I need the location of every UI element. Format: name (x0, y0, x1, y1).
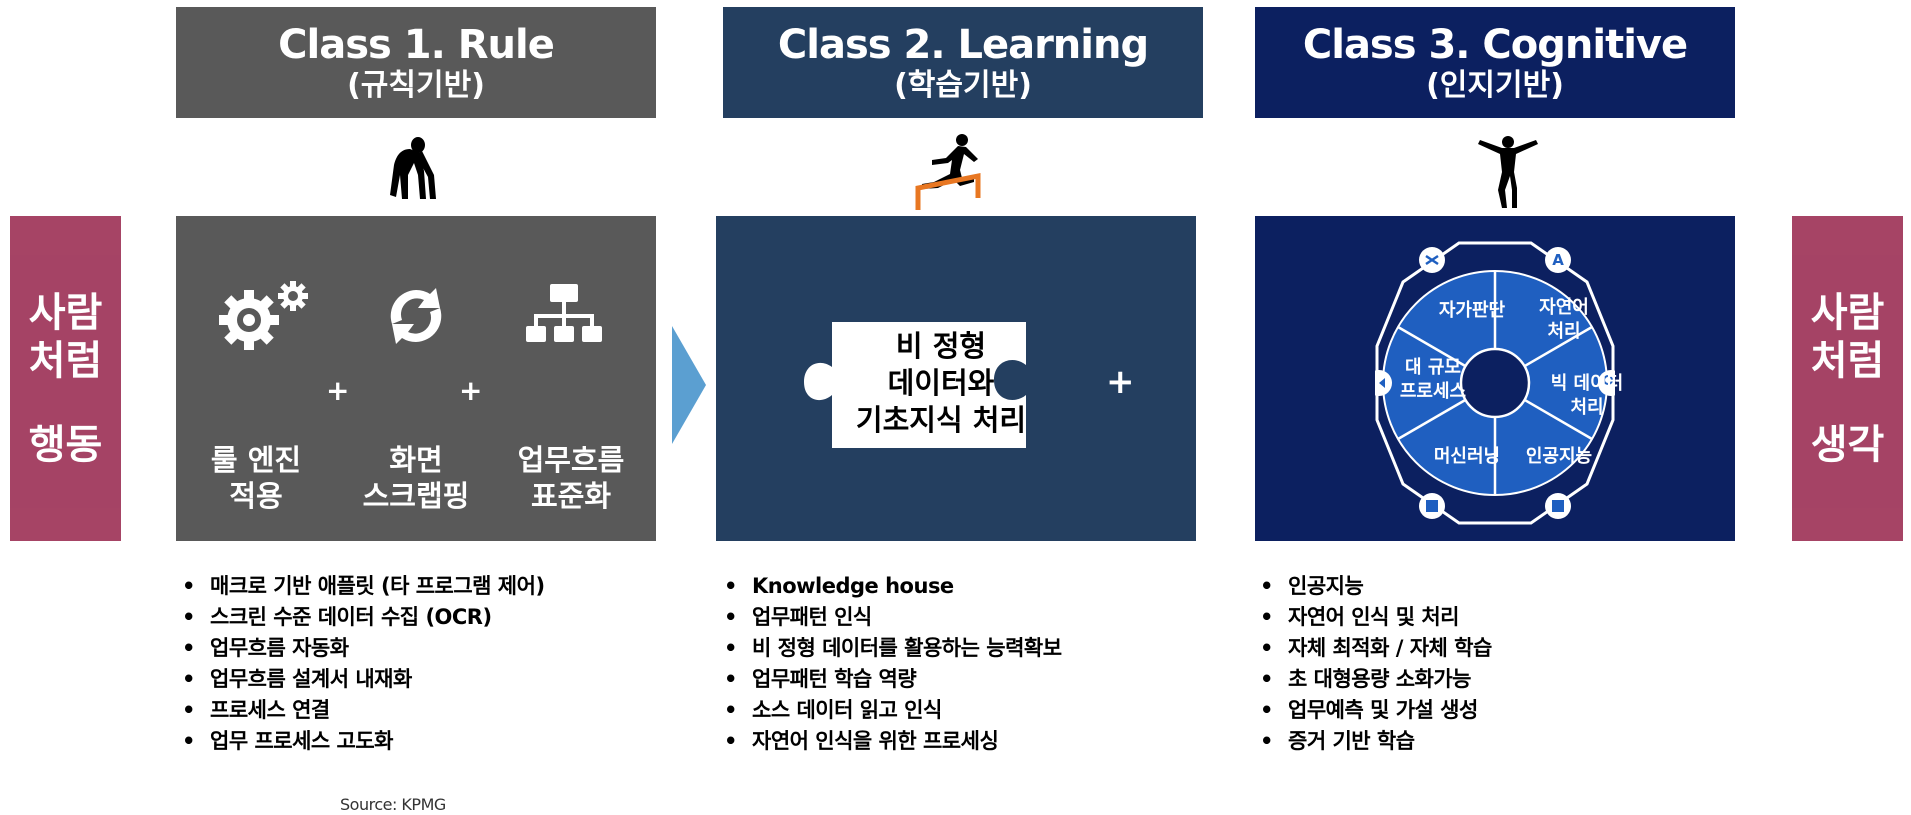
list-item: 업무 프로세스 고도화 (178, 726, 548, 757)
hurdler-icon (915, 134, 981, 210)
finishing-runner-icon (1478, 136, 1538, 208)
right-side-line1: 사람 (1810, 289, 1885, 336)
rule-item-3-line2: 표준화 (530, 479, 612, 513)
org-chart-icon (526, 284, 602, 342)
segment-machine-learning: 머신러닝 (1433, 446, 1501, 467)
class3-title: Class 3. Cognitive (1302, 21, 1688, 68)
segment-large-process: 대 규모 프로세스 (1399, 357, 1467, 402)
class1-title: Class 1. Rule (278, 21, 555, 68)
cognitive-panel: A 자가판단 자연어 처리 빅 데이터 처리 인공지능 머신러닝 대 규모 프로… (1255, 216, 1735, 541)
list-item: Knowledge house (720, 571, 1190, 602)
list-item: 초 대형용량 소화가능 (1256, 664, 1726, 695)
puzzle-text: 비 정형 데이터와 기초지식 처리 (846, 328, 1036, 439)
list-item: 스크린 수준 데이터 수집 (OCR) (178, 602, 548, 633)
left-side-label: 사람 처럼 행동 (10, 216, 121, 541)
class1-subtitle: (규칙기반) (347, 67, 485, 103)
list-item: 자연어 인식 및 처리 (1256, 602, 1726, 633)
right-side-line2: 처럼 (1810, 337, 1885, 384)
segment-nlp: 자연어 처리 (1539, 297, 1589, 342)
class3-subtitle: (인지기반) (1426, 67, 1564, 103)
list-item: 업무패턴 인식 (720, 602, 1190, 633)
left-side-line2: 처럼 (28, 337, 103, 384)
rule-item-2-line2: 스크랩핑 (362, 479, 470, 513)
learning-bullets: Knowledge house 업무패턴 인식 비 정형 데이터를 활용하는 능… (720, 571, 1190, 757)
rule-plus-2: + (459, 374, 483, 407)
list-item: 프로세스 연결 (178, 695, 548, 726)
rule-item-rule-engine: 룰 엔진 적용 (196, 442, 316, 514)
rule-item-1-line1: 룰 엔진 (210, 443, 302, 477)
list-item: 매크로 기반 애플릿 (타 프로그램 제어) (178, 571, 548, 602)
left-side-line3: 행동 (28, 421, 103, 468)
svg-text:A: A (1552, 251, 1564, 269)
list-item: 업무예측 및 가설 생성 (1256, 695, 1726, 726)
crouching-runner-icon (390, 137, 436, 199)
list-item: 인공지능 (1256, 571, 1726, 602)
rule-item-1-line2: 적용 (229, 479, 283, 513)
list-item: 비 정형 데이터를 활용하는 능력확보 (720, 633, 1190, 664)
list-item: 자체 최적화 / 자체 학습 (1256, 633, 1726, 664)
puzzle-piece-icon (804, 322, 1026, 448)
class2-title: Class 2. Learning (777, 21, 1149, 68)
rule-item-3-line1: 업무흐름 (517, 443, 625, 477)
class1-header: Class 1. Rule (규칙기반) (176, 7, 656, 118)
rule-item-2-line1: 화면 (389, 443, 443, 477)
gears-icon (219, 281, 308, 350)
puzzle-line2: 데이터와 (887, 366, 995, 400)
cognitive-wheel: A (1375, 241, 1615, 525)
segment-self-judgment: 자가판단 (1438, 300, 1506, 321)
list-item: 소스 데이터 읽고 인식 (720, 695, 1190, 726)
learning-plus: + (1106, 362, 1135, 402)
rule-item-workflow: 업무흐름 표준화 (496, 442, 646, 514)
segment-ai: 인공지능 (1525, 446, 1593, 467)
chevron-arrow-icon (672, 326, 706, 444)
list-item: 업무패턴 학습 역량 (720, 664, 1190, 695)
list-item: 증거 기반 학습 (1256, 726, 1726, 757)
source-caption: Source: KPMG (340, 795, 446, 814)
segment-big-data: 빅 데이터 처리 (1550, 373, 1624, 418)
list-item: 업무흐름 자동화 (178, 633, 548, 664)
learning-panel: 비 정형 데이터와 기초지식 처리 + (716, 216, 1196, 541)
left-side-line1: 사람 (28, 289, 103, 336)
list-item: 업무흐름 설계서 내재화 (178, 664, 548, 695)
list-item: 자연어 인식을 위한 프로세싱 (720, 726, 1190, 757)
refresh-icon (390, 288, 442, 344)
puzzle-line1: 비 정형 (895, 329, 987, 363)
class3-header: Class 3. Cognitive (인지기반) (1255, 7, 1735, 118)
cognitive-bullets: 인공지능 자연어 인식 및 처리 자체 최적화 / 자체 학습 초 대형용량 소… (1256, 571, 1726, 757)
class2-header: Class 2. Learning (학습기반) (723, 7, 1203, 118)
class2-subtitle: (학습기반) (894, 67, 1032, 103)
right-side-line3: 생각 (1810, 421, 1885, 468)
rule-panel: + + 룰 엔진 적용 화면 스크랩핑 업무흐름 표준화 (176, 216, 656, 541)
rule-bullets: 매크로 기반 애플릿 (타 프로그램 제어) 스크린 수준 데이터 수집 (OC… (178, 571, 548, 757)
right-side-label: 사람 처럼 생각 (1792, 216, 1903, 541)
puzzle-line3: 기초지식 처리 (855, 403, 1027, 437)
rule-item-screen-scraping: 화면 스크랩핑 (341, 442, 491, 514)
rule-plus-1: + (326, 374, 350, 407)
